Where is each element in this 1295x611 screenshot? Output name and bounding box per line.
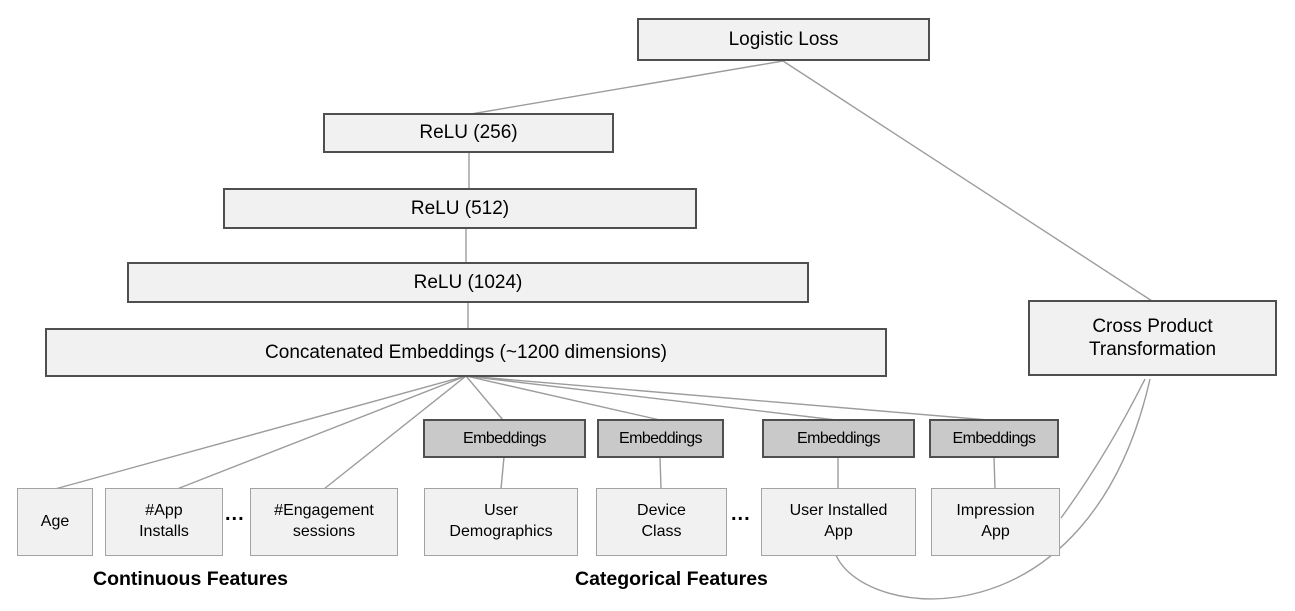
edge-concat-to-embedding4 — [465, 375, 989, 421]
edge-impression-app-to-cross-product-curve — [1060, 378, 1146, 519]
node-user-installed-app: User Installed App — [761, 488, 916, 556]
edge-concat-to-age — [54, 375, 467, 490]
node-engagement-sessions: #Engagement sessions — [250, 488, 398, 556]
node-relu-512: ReLU (512) — [223, 188, 697, 229]
edge-loss-to-cross-product — [782, 60, 1153, 302]
edge-embedding1-to-user-demographics — [500, 456, 505, 490]
node-relu-1024: ReLU (1024) — [127, 262, 809, 303]
ellipsis-categorical: ... — [731, 503, 751, 525]
ellipsis-continuous: ... — [225, 503, 245, 525]
edge-loss-to-relu256 — [470, 60, 784, 115]
label-categorical-features: Categorical Features — [575, 568, 768, 590]
node-app-installs: #App Installs — [105, 488, 223, 556]
node-embeddings-4: Embeddings — [929, 419, 1059, 458]
node-embeddings-2: Embeddings — [597, 419, 724, 458]
node-embeddings-3: Embeddings — [762, 419, 915, 458]
edge-concat-to-engagement — [323, 375, 467, 490]
edge-embedding2-to-device-class — [659, 456, 662, 490]
node-cross-product-transformation: Cross Product Transformation — [1028, 300, 1277, 376]
node-user-demographics: User Demographics — [424, 488, 578, 556]
edge-concat-to-embedding2 — [465, 375, 661, 421]
edge-concat-to-embedding1 — [465, 375, 504, 421]
edge-concat-to-embedding3 — [465, 375, 837, 421]
node-relu-256: ReLU (256) — [323, 113, 614, 153]
edge-user-installed-app-to-cross-product-arc — [835, 378, 1151, 600]
edge-embedding4-to-impression-app — [993, 456, 996, 490]
node-age: Age — [17, 488, 93, 556]
node-embeddings-1: Embeddings — [423, 419, 586, 458]
node-impression-app: Impression App — [931, 488, 1060, 556]
node-device-class: Device Class — [596, 488, 727, 556]
edge-concat-to-app-installs — [176, 375, 467, 490]
node-concatenated-embeddings: Concatenated Embeddings (~1200 dimension… — [45, 328, 887, 377]
node-logistic-loss: Logistic Loss — [637, 18, 930, 61]
label-continuous-features: Continuous Features — [93, 568, 289, 590]
